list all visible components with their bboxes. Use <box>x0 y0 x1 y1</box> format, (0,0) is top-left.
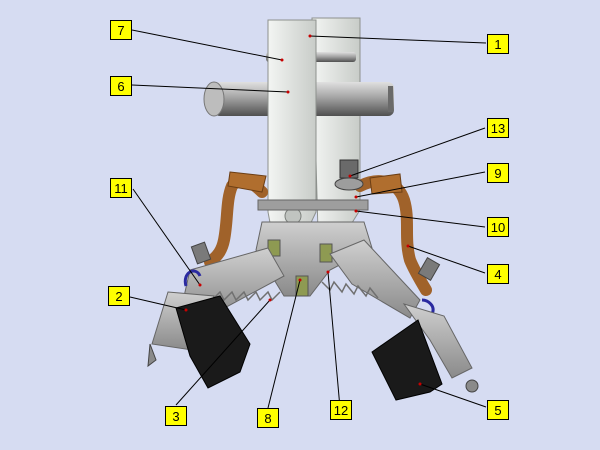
callout-8: 8 <box>257 408 279 428</box>
right-top-screw <box>417 257 441 281</box>
callout-4: 4 <box>487 264 509 284</box>
callout-11: 11 <box>110 178 132 198</box>
right-pivot-pin <box>319 243 333 263</box>
callout-5: 5 <box>487 400 509 420</box>
right-clip <box>421 298 435 315</box>
left-clip <box>183 269 202 287</box>
callout-7: 7 <box>110 20 132 40</box>
callout-2: 2 <box>108 286 130 306</box>
callout-10: 10 <box>487 217 509 237</box>
lower-pin <box>295 275 309 297</box>
callout-1: 1 <box>487 34 509 54</box>
left-belt <box>204 174 268 268</box>
callout-13: 13 <box>487 118 509 138</box>
left-belt-roll <box>227 171 267 193</box>
left-adjust-screw <box>147 343 157 368</box>
right-adjust-screw <box>465 379 479 393</box>
left-carbon-brush <box>175 295 251 389</box>
callout-3: 3 <box>165 406 187 426</box>
callout-9: 9 <box>487 163 509 183</box>
right-belt-roll <box>369 173 403 195</box>
right-carbon-brush <box>371 319 443 401</box>
left-top-screw <box>190 241 212 265</box>
right-spring <box>321 280 379 299</box>
leader-lines <box>129 29 487 409</box>
right-shoe-holder <box>402 303 473 379</box>
callout-6: 6 <box>110 76 132 96</box>
central-bolt <box>257 159 369 211</box>
left-spring <box>211 290 281 302</box>
leader-endpoints <box>184 34 422 386</box>
callout-12: 12 <box>330 400 352 420</box>
